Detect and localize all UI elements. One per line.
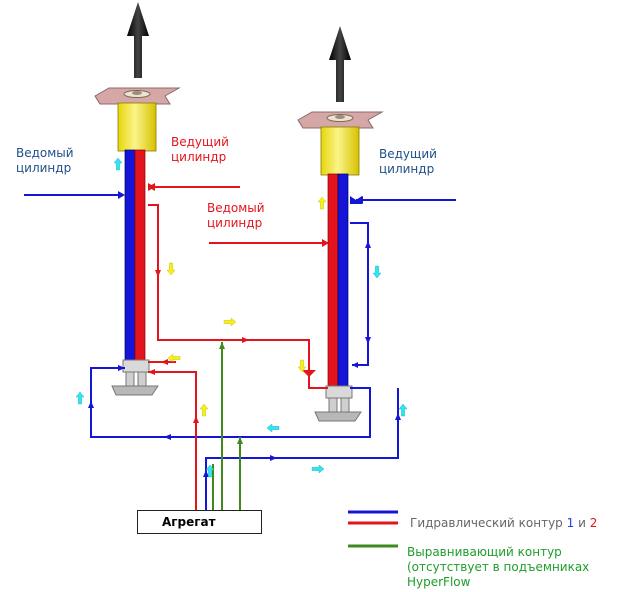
hydraulic-circuit-2: [148, 186, 328, 510]
label-line: цилиндр: [379, 162, 435, 176]
cylinder-body: [117, 102, 157, 152]
label-middle-slave-cylinder: Ведомый цилиндр: [207, 201, 265, 231]
legend-circuit-1-number: 1: [566, 516, 575, 530]
legend-lines: [348, 510, 398, 548]
cylinder-body: [320, 126, 360, 176]
equalizing-circuit: [212, 342, 241, 510]
power-unit-label: Агрегат: [162, 515, 216, 529]
label-line: Ведущий: [171, 135, 229, 149]
power-unit-box: Агрегат: [137, 510, 262, 534]
hydraulic-circuit-1: [24, 194, 456, 510]
label-line: цилиндр: [207, 216, 263, 230]
label-line: Ведущий: [379, 147, 437, 161]
label-line: цилиндр: [171, 150, 227, 164]
legend-circuit-2-number: 2: [589, 516, 598, 530]
legend-hydraulic-circuit: Гидравлический контур 1 и 2: [410, 516, 597, 531]
lift-up-arrow-icon: [127, 2, 149, 78]
legend-hydraulic-text: Гидравлический контур: [410, 516, 567, 530]
right-lift: [297, 26, 384, 422]
lift-base: [314, 385, 362, 422]
label-left-master-cylinder: Ведущий цилиндр: [171, 135, 229, 165]
lift-base: [111, 359, 159, 396]
label-right-master-cylinder: Ведущий цилиндр: [379, 147, 437, 177]
legend-and-text: и: [574, 516, 590, 530]
lift-up-arrow-icon: [329, 26, 351, 102]
label-line: Ведомый: [207, 201, 265, 215]
label-line: Ведомый: [16, 146, 74, 160]
legend-equalizing-circuit: Выравнивающий контур (отсутствует в подъ…: [407, 545, 590, 589]
label-line: цилиндр: [16, 161, 72, 175]
left-lift: [94, 2, 181, 396]
label-left-slave-cylinder: Ведомый цилиндр: [16, 146, 74, 176]
